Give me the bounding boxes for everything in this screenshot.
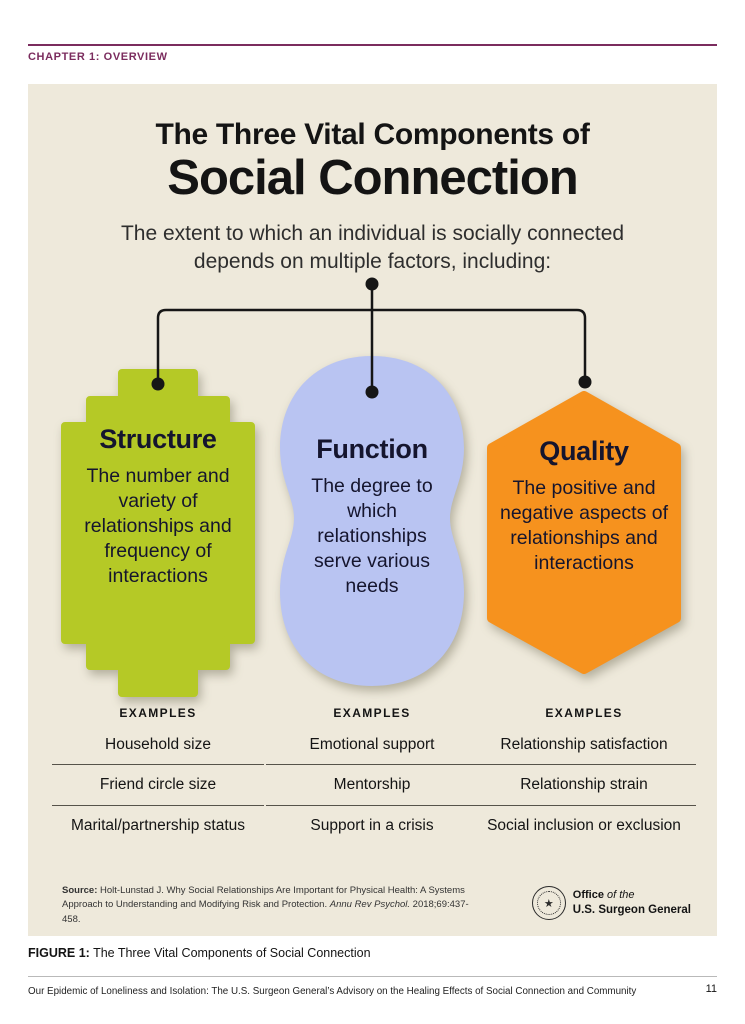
example-item: Friend circle size [52, 764, 264, 804]
quality-component: Quality The positive and negative aspect… [486, 390, 682, 675]
page-number: 11 [705, 983, 717, 995]
connector-dot-structure [151, 377, 165, 391]
hexagon-shape [487, 391, 681, 674]
figure-caption-label: FIGURE 1: [28, 946, 90, 960]
connector-dot-top [365, 277, 379, 291]
examples-heading: EXAMPLES [545, 706, 623, 720]
figure-title-line1: The Three Vital Components of [155, 118, 590, 151]
figure-panel: The Three Vital Components of Social Con… [28, 84, 717, 936]
example-item: Relationship strain [472, 764, 696, 804]
component-title: Function [316, 434, 428, 464]
logo-of-the: of the [607, 888, 635, 901]
cross-shape [61, 369, 255, 697]
connector-dot-function [365, 385, 379, 399]
function-component: Function The degree to which relationshi… [266, 352, 478, 690]
figure-title-line2: Social Connection [167, 151, 578, 205]
example-item: Social inclusion or exclusion [472, 804, 696, 845]
example-item: Relationship satisfaction [500, 736, 668, 753]
connector-dot-quality [578, 375, 592, 389]
logo-us-surgeon-general: U.S. Surgeon General [572, 903, 691, 916]
component-title: Structure [99, 424, 217, 454]
figure-caption: FIGURE 1: The Three Vital Components of … [28, 946, 371, 960]
connector-lines [151, 277, 592, 399]
example-item: Mentorship [266, 764, 478, 804]
figure-caption-text: The Three Vital Components of Social Con… [93, 946, 371, 960]
quality-examples: EXAMPLES Relationship satisfaction Relat… [472, 706, 696, 845]
source-citation: 2018;69:437-458. [62, 899, 469, 925]
logo-office: Office [572, 888, 604, 901]
component-description: The degree to which relationships serve … [311, 475, 433, 597]
structure-examples: EXAMPLES Household size Friend circle si… [52, 706, 264, 845]
component-description: The number and variety of relationships … [84, 465, 232, 587]
figure-subtitle: The extent to which an individual is soc… [120, 222, 625, 273]
example-item: Household size [105, 736, 211, 753]
footer-divider [28, 976, 717, 977]
footer-text: Our Epidemic of Loneliness and Isolation… [28, 986, 637, 997]
surgeon-general-logo: ★ Office of the U.S. Surgeon General [531, 886, 691, 920]
example-item: Support in a crisis [266, 804, 478, 845]
function-examples: EXAMPLES Emotional support Mentorship Su… [266, 706, 478, 845]
examples-heading: EXAMPLES [333, 706, 411, 720]
source-label: Source: [62, 885, 98, 896]
component-description: The positive and negative aspects of rel… [499, 477, 669, 574]
chapter-label: CHAPTER 1: OVERVIEW [28, 51, 168, 63]
source-journal: Annu Rev Psychol. [329, 899, 411, 911]
example-item: Emotional support [309, 736, 435, 753]
surgeon-general-seal-icon: ★ [531, 886, 566, 920]
source-text: Holt-Lunstad J. Why Social Relationships… [62, 885, 465, 911]
examples-heading: EXAMPLES [119, 706, 197, 720]
structure-component: Structure The number and variety of rela… [60, 368, 256, 698]
example-item: Marital/partnership status [52, 804, 264, 845]
source-note: Source: Holt-Lunstad J. Why Social Relat… [62, 884, 474, 927]
logo-text: Office of the U.S. Surgeon General [573, 889, 691, 917]
component-title: Quality [539, 436, 629, 466]
chapter-divider [28, 44, 717, 46]
blob-shape [280, 356, 464, 686]
